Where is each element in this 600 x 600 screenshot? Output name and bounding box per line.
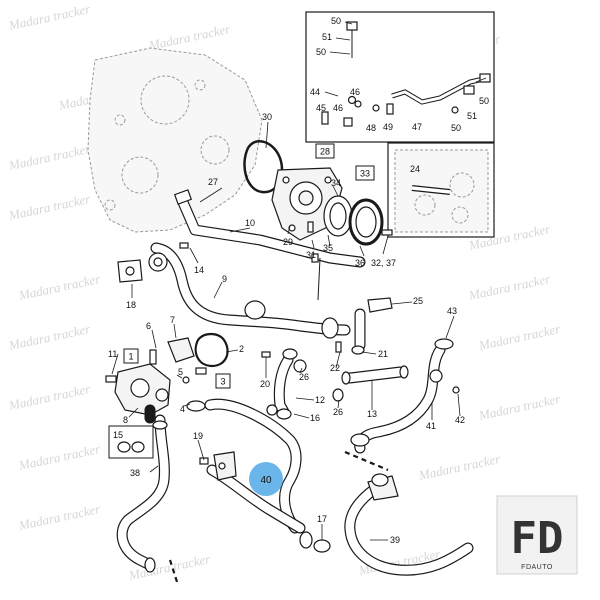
- boxed-label: 33: [355, 165, 375, 181]
- part-label: 4: [180, 404, 185, 414]
- part-label: 50: [451, 123, 461, 133]
- hose-12: [273, 348, 298, 420]
- part-label: 17: [317, 514, 327, 524]
- part-label: 22: [330, 363, 340, 373]
- part-label: 42: [455, 415, 465, 425]
- part-label: 30: [262, 112, 272, 122]
- part-label: 24: [410, 164, 420, 174]
- watermark-text: Madara tracker: [417, 451, 503, 483]
- part-label: 47: [412, 122, 422, 132]
- watermark-text: Madara tracker: [17, 441, 103, 473]
- part-label: 14: [194, 265, 204, 275]
- part-label: 8: [123, 415, 128, 425]
- watermark-text: Madara tracker: [467, 271, 553, 303]
- part-label: 38: [130, 468, 140, 478]
- hose-9: [117, 242, 351, 339]
- hose-41: [350, 338, 460, 454]
- logo-subtitle: FDAUTO: [521, 564, 553, 571]
- hose-38: [116, 414, 180, 586]
- hose-40: [199, 398, 331, 553]
- part-label: 11: [108, 349, 117, 359]
- part-label: 6: [146, 321, 151, 331]
- part-label: 18: [126, 300, 136, 310]
- part-label: 49: [383, 122, 393, 132]
- part-label: 5: [178, 367, 183, 377]
- boxed-label: 3: [215, 373, 231, 389]
- part-label: 34: [331, 178, 341, 188]
- watermark-text: Madara tracker: [7, 141, 93, 173]
- part-label: 9: [222, 274, 227, 284]
- part-label: 27: [208, 177, 218, 187]
- svg-text:28: 28: [320, 147, 330, 157]
- detail-box-cylinder-head: [387, 142, 495, 238]
- part-labels: 50 51 50 44 46 45 46 48 49 47 50 51 50 3…: [108, 16, 489, 545]
- leader-lines: [111, 121, 461, 541]
- watermark-text: Madara tracker: [477, 391, 563, 423]
- watermark-text: Madara tracker: [7, 321, 93, 353]
- part-label: 48: [366, 123, 376, 133]
- part-label: 41: [426, 421, 436, 431]
- part-label: 7: [170, 315, 175, 325]
- fitting-25: [351, 297, 393, 355]
- part-label: 20: [260, 379, 270, 389]
- part-label: 21: [378, 349, 388, 359]
- part-label: 51: [467, 111, 477, 121]
- engine-timing-cover: [87, 47, 263, 233]
- watermark-text: Madara tracker: [7, 1, 93, 33]
- watermark-text: Madara tracker: [7, 191, 93, 223]
- highlight-label: 40: [260, 475, 272, 486]
- boxed-label: 28: [315, 143, 335, 159]
- part-label: 25: [413, 296, 423, 306]
- part-label: 13: [367, 409, 377, 419]
- svg-text:1: 1: [128, 352, 133, 362]
- logo-letters: FD: [511, 513, 564, 564]
- svg-text:33: 33: [360, 169, 370, 179]
- boxed-labels: 28 33 1 3 15: [108, 143, 375, 459]
- hose-39: [344, 450, 474, 576]
- part-label: 51: [322, 32, 332, 42]
- watermark-text: Madara tracker: [17, 271, 103, 303]
- highlight-callout-40: 40: [249, 462, 283, 496]
- part-label: 50: [479, 96, 489, 106]
- svg-text:3: 3: [220, 377, 225, 387]
- part-label: 43: [447, 306, 457, 316]
- part-label: 31: [306, 250, 316, 260]
- fdauto-logo: FD FDAUTO: [496, 495, 578, 575]
- watermark-text: Madara tracker: [477, 321, 563, 353]
- part-label: 39: [390, 535, 400, 545]
- part-label: 12: [315, 395, 325, 405]
- part-label: 46: [333, 103, 343, 113]
- pipe-13: [341, 365, 409, 385]
- coolant-pipe-10: [173, 189, 366, 301]
- part-label: 16: [310, 413, 320, 423]
- part-label: 29: [283, 237, 293, 247]
- boxed-label: 15: [108, 425, 154, 459]
- part-label: 26: [333, 407, 343, 417]
- part-label: 50: [331, 16, 341, 26]
- boxed-label: 1: [123, 348, 139, 364]
- svg-text:15: 15: [113, 430, 123, 440]
- watermark-text: Madara tracker: [147, 21, 233, 53]
- part-label: 2: [239, 344, 244, 354]
- part-label: 19: [193, 431, 203, 441]
- part-label: 45: [316, 103, 326, 113]
- part-label: 50: [316, 47, 326, 57]
- part-label: 35: [323, 243, 333, 253]
- watermark-text: Madara tracker: [17, 501, 103, 533]
- part-label: 26: [299, 372, 309, 382]
- part-label: 44: [310, 87, 320, 97]
- part-label: 36: [355, 258, 365, 268]
- fasteners: [261, 253, 344, 416]
- part-label: 46: [350, 87, 360, 97]
- part-label: 10: [245, 218, 255, 228]
- watermark-text: Madara tracker: [7, 381, 93, 413]
- detail-box-pipes: [305, 11, 495, 143]
- water-pump-assembly: [243, 139, 393, 246]
- part-label: 32, 37: [371, 258, 396, 268]
